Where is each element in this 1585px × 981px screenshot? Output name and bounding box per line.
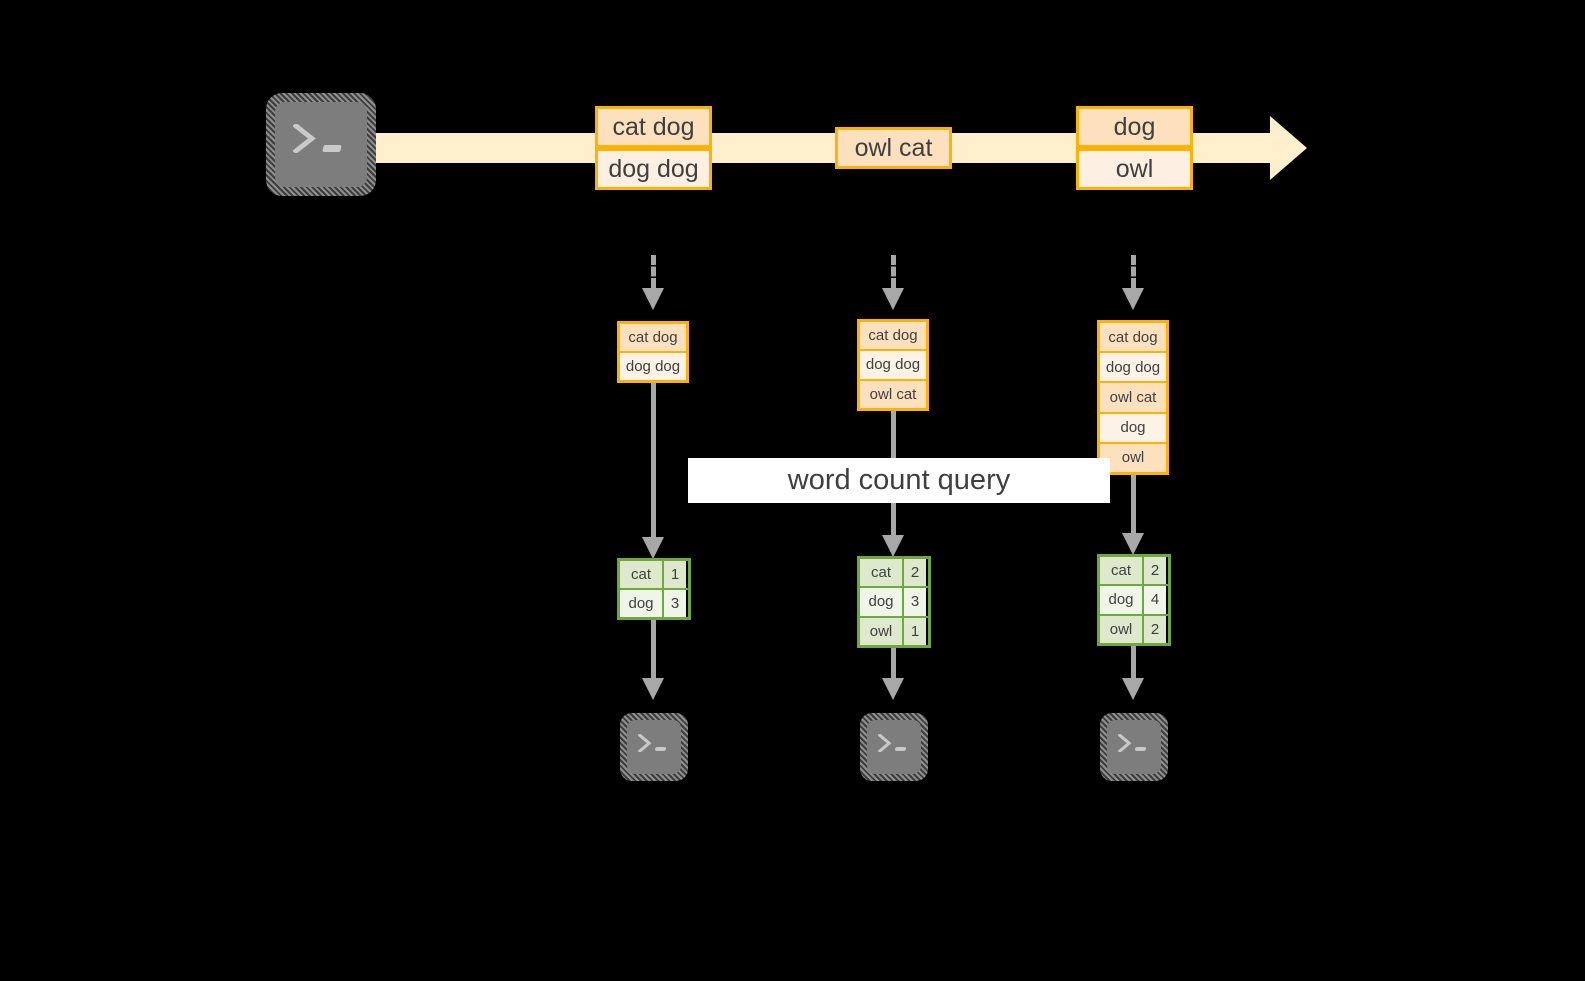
input-row: dog dog [620,353,686,380]
connector-arrowhead [882,678,904,700]
prompt-chevron-icon [877,734,892,753]
count-cell: 1 [904,617,926,645]
stream-event-box[interactable]: cat dog [595,106,712,148]
count-cell: 2 [904,559,926,587]
input-row: owl cat [1100,383,1166,414]
terminal-screen [627,720,681,774]
connector-arrowhead [882,535,904,557]
snapshot-3-query-connector [1131,475,1136,539]
table-row: owl 1 [860,617,928,645]
terminal-screen [867,720,921,774]
prompt-cursor-icon [322,144,342,152]
word-cell: dog [860,588,904,616]
snapshot-3-input-stack: cat dog dog dog owl cat dog owl [1097,320,1169,475]
snapshot-2-input-stack: cat dog dog dog owl cat [857,319,929,411]
count-cell: 2 [1144,615,1166,643]
count-cell: 2 [1144,557,1166,585]
snapshot-2-result-table: cat 2 dog 3 owl 1 [857,556,931,648]
connector-arrowhead [882,288,904,310]
prompt-chevron-icon [1117,734,1132,753]
input-row: cat dog [620,324,686,353]
snapshot-2-sink-connector [891,648,896,682]
input-row: dog dog [860,351,926,381]
sink-terminal-icon[interactable] [620,713,688,781]
word-cell: dog [620,590,664,617]
prompt-chevron-icon [293,124,317,153]
snapshot-1-sink-connector [651,620,656,682]
query-label: word count query [688,458,1110,503]
word-cell: cat [620,561,664,588]
input-row: owl cat [860,380,926,408]
stream-event-box[interactable]: owl [1076,148,1193,190]
terminal-screen [1107,720,1161,774]
snapshot-3-sink-connector [1131,646,1136,682]
prompt-cursor-icon [654,747,667,752]
word-cell: owl [1100,615,1144,643]
input-row: dog dog [1100,353,1166,384]
snapshot-1-input-stack: cat dog dog dog [617,321,689,383]
count-cell: 1 [664,561,686,588]
sink-terminal-icon[interactable] [1100,713,1168,781]
connector-arrowhead [1122,288,1144,310]
stream-event-box[interactable]: dog dog [595,148,712,190]
stream-event-box[interactable]: owl cat [835,127,952,169]
input-row: cat dog [860,322,926,352]
connector-arrowhead [642,288,664,310]
snapshot-1-result-table: cat 1 dog 3 [617,558,691,620]
sink-terminal-icon[interactable] [860,713,928,781]
prompt-cursor-icon [1134,747,1147,752]
input-row: owl [1100,443,1166,473]
count-cell: 3 [904,588,926,616]
table-row: dog 3 [860,588,928,618]
stream-event-box[interactable]: dog [1076,106,1193,148]
word-cell: dog [1100,586,1144,614]
stream-to-snapshot-connector [1131,255,1136,288]
table-row: cat 1 [620,561,688,590]
input-row: dog [1100,413,1166,444]
snapshot-3-result-table: cat 2 dog 4 owl 2 [1097,554,1171,646]
table-row: owl 2 [1100,615,1168,643]
table-row: cat 2 [1100,557,1168,587]
table-row: dog 4 [1100,586,1168,616]
snapshot-1-query-connector [651,383,656,543]
count-cell: 3 [664,590,686,617]
count-cell: 4 [1144,586,1166,614]
stream-to-snapshot-connector [651,255,656,288]
word-cell: owl [860,617,904,645]
connector-arrowhead [642,678,664,700]
table-row: dog 3 [620,590,688,617]
table-row: cat 2 [860,559,928,589]
input-row: cat dog [1100,323,1166,354]
stream-to-snapshot-connector [891,255,896,288]
prompt-cursor-icon [894,747,907,752]
source-terminal-icon[interactable] [266,93,376,196]
connector-arrowhead [642,537,664,559]
connector-arrowhead [1122,533,1144,555]
prompt-chevron-icon [637,734,652,753]
terminal-screen [275,102,367,187]
connector-arrowhead [1122,678,1144,700]
word-cell: cat [860,559,904,587]
word-cell: cat [1100,557,1144,585]
event-stream-arrowhead [1270,116,1307,180]
